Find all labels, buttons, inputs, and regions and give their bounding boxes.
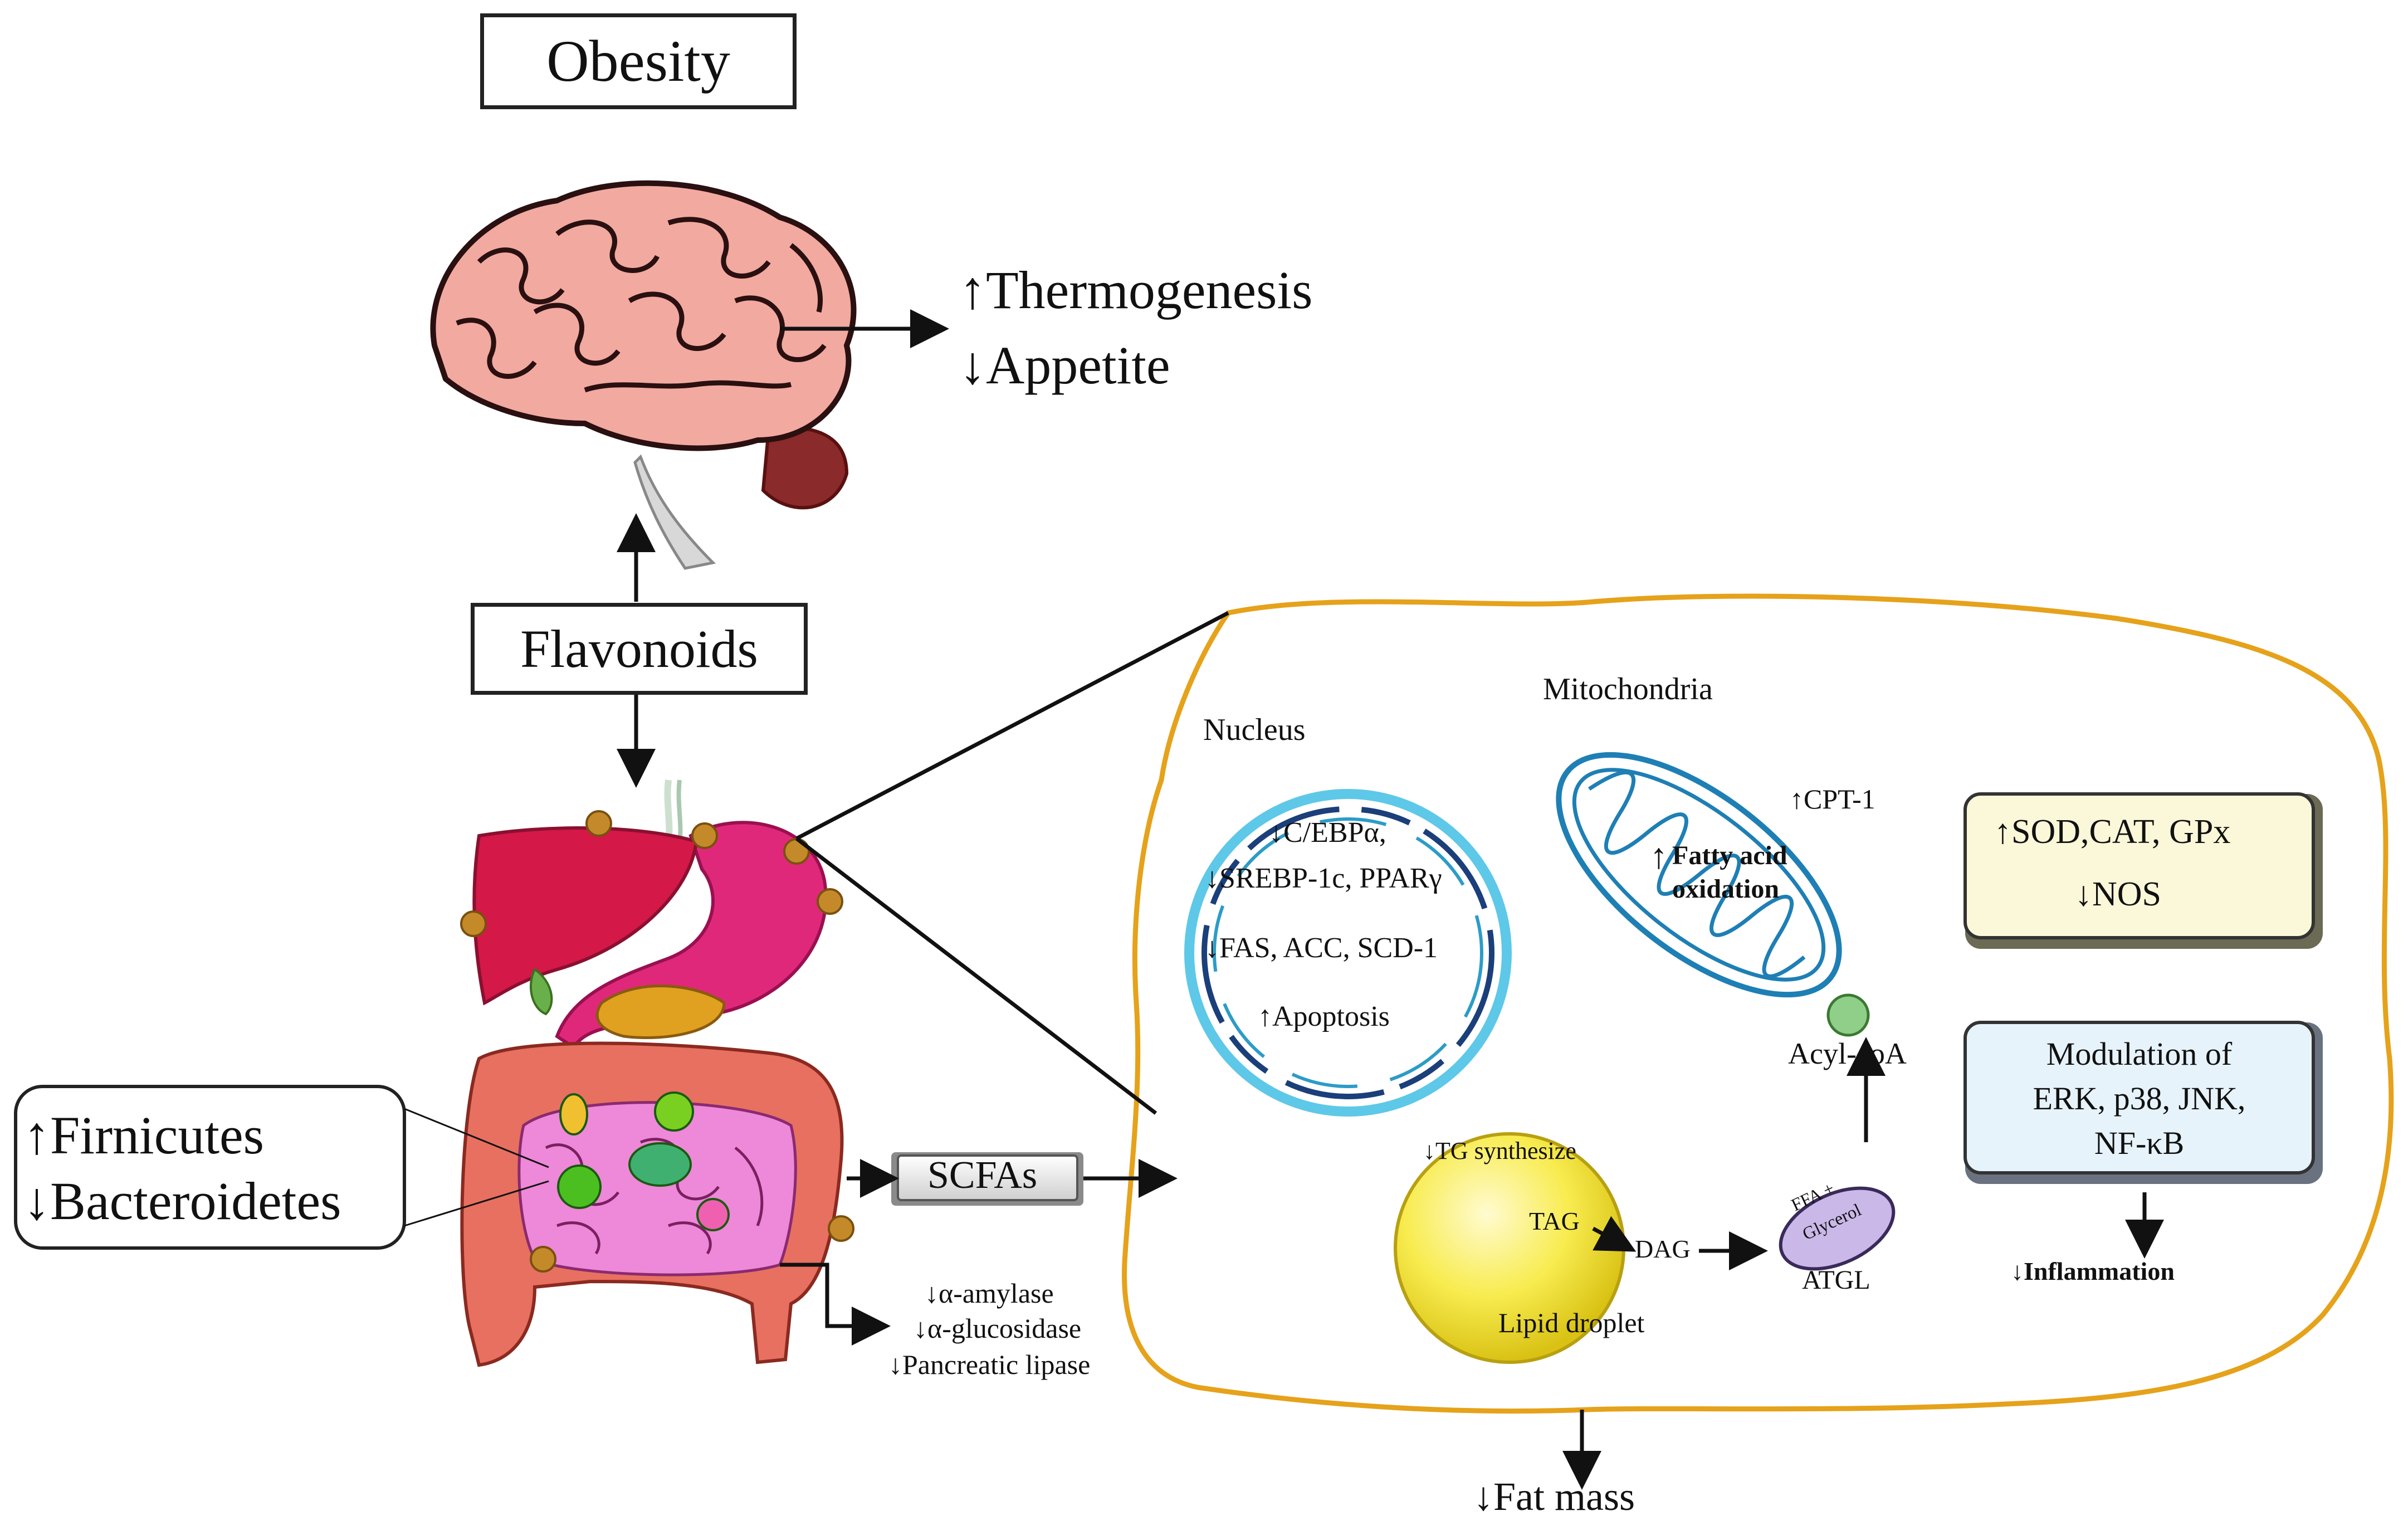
dag-label: DAG (1635, 1235, 1691, 1263)
arrow-down-icon: ↓ (959, 335, 986, 395)
arrow-down-icon: ↓ (1269, 817, 1283, 849)
modulation-line-2: ERK, p38, JNK, (2033, 1080, 2246, 1117)
microbiota-text: Firnicutes (50, 1105, 264, 1165)
fat-mass-text: Fat mass (1493, 1474, 1635, 1519)
antioxidant-sod: ↑SOD,CAT, GPx (1994, 812, 2230, 852)
nucleus-text: FAS, ACC, SCD-1 (1219, 932, 1438, 964)
title-box: Obesity (480, 13, 797, 109)
arrow-down-icon: ↓ (23, 1171, 50, 1231)
microbiota-firmicutes: ↑Firnicutes (23, 1104, 264, 1166)
antioxidant-text: SOD,CAT, GPx (2011, 813, 2231, 851)
enzyme-glucosidase: ↓α-glucosidase (914, 1312, 1081, 1344)
fatty-acid-label: Fatty acid (1672, 841, 1787, 870)
connectors (404, 309, 2164, 1490)
arrow-down-icon: ↓ (925, 1278, 939, 1309)
tg-synthesize-label: ↓TG synthesize (1423, 1137, 1576, 1165)
antioxidant-text: NOS (2092, 875, 2162, 913)
mitochondria-organelle (1556, 752, 1842, 998)
title-text: Obesity (546, 28, 730, 94)
fatty-acid-arrow: ↑ (1650, 839, 1668, 874)
cell-outline (1122, 593, 2394, 1414)
nucleus-srebp: ↓SREBP-1c, PPARγ (1205, 862, 1442, 895)
arrow-down-icon: ↓ (1205, 932, 1219, 964)
cpt1-label: ↑CPT-1 (1790, 783, 1875, 815)
organs-illustration (460, 779, 854, 1367)
microbiota-text: Bacteroidetes (50, 1171, 341, 1231)
nucleus-apoptosis: ↑Apoptosis (1258, 1000, 1390, 1033)
arrow-down-icon: ↓ (1473, 1474, 1493, 1519)
scfa-label: SCFAs (927, 1154, 1038, 1197)
mitochondria-title: Mitochondria (1543, 672, 1713, 706)
antioxidant-box-shape (1963, 792, 2323, 949)
arrow-up-icon: ↑ (1994, 813, 2011, 851)
nucleus-title: Nucleus (1203, 713, 1306, 747)
acyl-coa-molecule (1826, 993, 1870, 1037)
enzyme-text: Pancreatic lipase (902, 1349, 1091, 1380)
enzyme-lipase: ↓Pancreatic lipase (888, 1348, 1090, 1381)
enzyme-text: α-amylase (939, 1278, 1054, 1309)
cpt1-text: CPT-1 (1804, 783, 1875, 815)
inflammation-label: ↓Inflammation (2011, 1256, 2175, 1286)
flavonoids-text: Flavonoids (520, 619, 758, 679)
enzyme-amylase: ↓α-amylase (925, 1277, 1054, 1309)
atgl-label: ATGL (1802, 1265, 1870, 1295)
nucleus-text: Apoptosis (1272, 1001, 1390, 1032)
arrow-up-icon: ↑ (1790, 783, 1804, 815)
arrow-down-icon: ↓ (1205, 862, 1219, 894)
lipid-droplet-label: Lipid droplet (1498, 1307, 1645, 1338)
nucleus (1184, 789, 1512, 1117)
arrow-down-icon: ↓ (1423, 1137, 1435, 1164)
arrow-up-icon: ↑ (1650, 836, 1668, 876)
nucleus-fas: ↓FAS, ACC, SCD-1 (1205, 932, 1438, 964)
nucleus-text: SREBP-1c, PPARγ (1219, 862, 1442, 894)
tag-label: TAG (1529, 1207, 1580, 1235)
acyl-coa-label: Acyl-coA (1788, 1037, 1907, 1070)
brain-effect-text: Appetite (986, 335, 1170, 395)
brain-illustration (430, 180, 857, 570)
arrow-up-icon: ↑ (23, 1105, 50, 1165)
inflammation-text: Inflammation (2024, 1257, 2175, 1285)
ffa-glycerol-ellipse (1779, 1186, 1896, 1271)
microbiota-box-shape (14, 1085, 406, 1250)
modulation-box-shape (1963, 1021, 2323, 1184)
tg-synthesize-text: TG synthesize (1435, 1137, 1576, 1164)
modulation-line-3: NF-κB (2094, 1125, 2185, 1161)
arrow-up-icon: ↑ (1258, 1001, 1272, 1032)
arrow-up-icon: ↑ (959, 260, 986, 320)
nucleus-text: C/EBPα, (1283, 817, 1386, 849)
oxidation-label: oxidation (1672, 874, 1780, 904)
microbiota-bacteroidetes: ↓Bacteroidetes (23, 1170, 341, 1232)
arrow-down-icon: ↓ (2075, 875, 2092, 913)
brain-effect-thermogenesis: ↑Thermogenesis (959, 259, 1313, 321)
arrow-down-icon: ↓ (888, 1349, 902, 1380)
brain-effect-text: Thermogenesis (986, 260, 1313, 320)
brain-effect-appetite: ↓Appetite (959, 334, 1170, 396)
modulation-line-1: Modulation of (2046, 1036, 2233, 1072)
antioxidant-nos: ↓NOS (2075, 875, 2161, 914)
arrow-down-icon: ↓ (2011, 1257, 2024, 1285)
enzyme-text: α-glucosidase (927, 1313, 1082, 1344)
fat-mass-label: ↓Fat mass (1473, 1474, 1635, 1520)
nucleus-cebpa: ↓C/EBPα, (1269, 816, 1386, 849)
arrow-down-icon: ↓ (914, 1313, 927, 1344)
flavonoids-box: Flavonoids (471, 603, 808, 695)
